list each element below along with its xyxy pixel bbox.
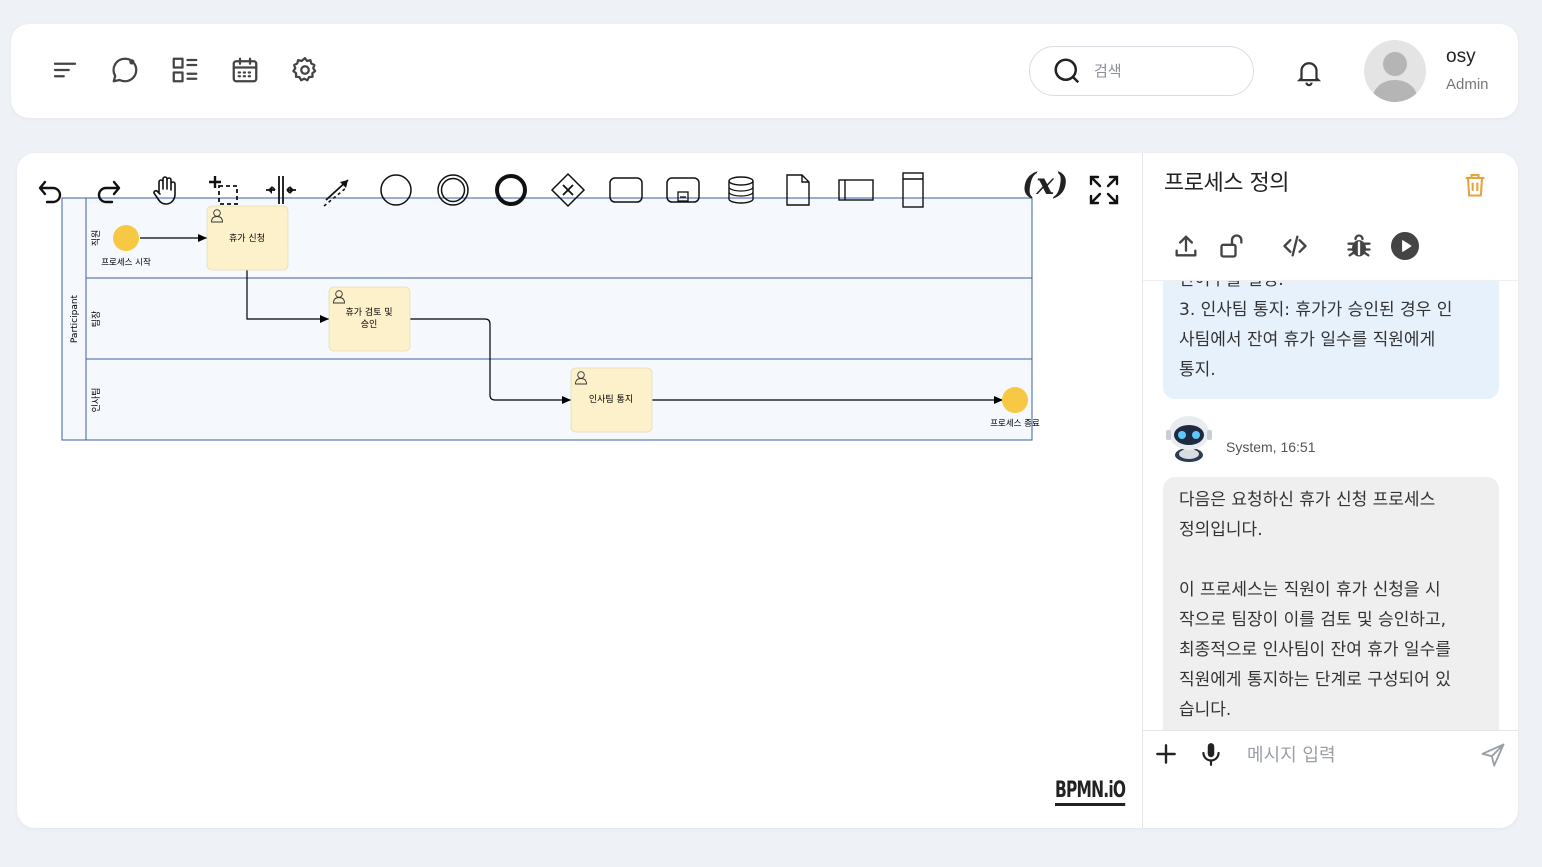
connect-tool-icon[interactable] xyxy=(318,170,358,210)
subprocess-tool-icon[interactable] xyxy=(663,170,703,210)
redo-icon[interactable] xyxy=(88,170,128,210)
fullscreen-icon[interactable] xyxy=(1084,170,1124,210)
task-label: 휴가 신청 xyxy=(229,233,265,244)
bpmn-io-logo[interactable]: BPMN.iO xyxy=(1055,779,1126,806)
space-tool-icon[interactable] xyxy=(261,170,301,210)
message-line: 잔여수를 설정. xyxy=(1179,280,1284,290)
end-event[interactable] xyxy=(1002,387,1028,413)
bpmn-canvas[interactable]: Participant 직원 팀장 인사팀 프로세스 시작 휴가 신청 xyxy=(17,153,1142,828)
message-line: 통지. xyxy=(1179,360,1216,380)
debug-icon[interactable] xyxy=(1342,229,1376,263)
end-event-label: 프로세스 종료 xyxy=(990,419,1040,429)
notification-bell-icon[interactable] xyxy=(1289,52,1329,92)
intermediate-event-tool-icon[interactable] xyxy=(433,170,473,210)
gateway-tool-icon[interactable] xyxy=(548,170,588,210)
pool-label: Participant xyxy=(70,294,80,343)
undo-icon[interactable] xyxy=(31,170,71,210)
task-label: 인사팀 통지 xyxy=(589,393,633,405)
user-name: osy xyxy=(1446,46,1476,67)
data-object-tool-icon[interactable] xyxy=(778,170,818,210)
top-bar: osy Admin xyxy=(11,24,1518,118)
message-line: 사팀에서 잔여 휴가 일수를 직원에게 xyxy=(1179,330,1436,350)
search-box[interactable] xyxy=(1029,46,1254,96)
pool-tool-icon[interactable] xyxy=(836,170,876,210)
chat-icon[interactable] xyxy=(105,50,145,90)
task-tool-icon[interactable] xyxy=(606,170,646,210)
process-definition-panel: 프로세스 정의 잔여수를 설정. 3. 인사팀 통지: 휴가가 승인된 경우 인… xyxy=(1142,153,1518,828)
message-line: 직원에게 통지하는 단계로 구성되어 있 xyxy=(1179,670,1451,690)
menu-icon[interactable] xyxy=(45,50,85,90)
avatar[interactable] xyxy=(1364,40,1426,102)
chat-messages[interactable]: 잔여수를 설정. 3. 인사팀 통지: 휴가가 승인된 경우 인 사팀에서 잔여… xyxy=(1143,280,1518,730)
message-line: 최종적으로 인사팀이 잔여 휴가 일수를 xyxy=(1179,640,1451,660)
user-task[interactable]: 휴가 신청 xyxy=(206,205,289,271)
message-line: 정의입니다. xyxy=(1179,520,1263,540)
robot-avatar-icon xyxy=(1165,413,1213,463)
lane-label: 직원 xyxy=(91,230,102,247)
start-event[interactable] xyxy=(113,225,139,251)
start-event-tool-icon[interactable] xyxy=(376,170,416,210)
message-line: 습니다. xyxy=(1179,700,1232,720)
calendar-icon[interactable] xyxy=(225,50,265,90)
end-event-tool-icon[interactable] xyxy=(491,170,531,210)
task-label: 승인 xyxy=(361,319,378,330)
system-message-meta: System, 16:51 xyxy=(1226,439,1316,455)
message-line: 작으로 팀장이 이를 검토 및 승인하고, xyxy=(1179,610,1447,630)
unlock-icon[interactable] xyxy=(1215,229,1249,263)
data-store-tool-icon[interactable] xyxy=(721,170,761,210)
sequence-flow[interactable] xyxy=(246,270,329,323)
plus-icon[interactable] xyxy=(1153,741,1179,767)
system-message-bubble: 다음은 요청하신 휴가 신청 프로세스 정의입니다. 이 프로세스는 직원이 휴… xyxy=(1163,477,1499,730)
panel-title: 프로세스 정의 xyxy=(1164,171,1289,196)
message-spacer xyxy=(1179,545,1483,575)
hand-tool-icon[interactable] xyxy=(146,170,186,210)
main-card: Participant 직원 팀장 인사팀 프로세스 시작 휴가 신청 xyxy=(17,153,1518,828)
task-label: 휴가 검토 및 xyxy=(345,306,392,318)
start-event-label: 프로세스 시작 xyxy=(101,257,151,268)
variables-button[interactable]: (x) xyxy=(1022,167,1069,202)
message-input[interactable] xyxy=(1247,739,1467,771)
user-task[interactable]: 휴가 검토 및 승인 xyxy=(328,286,411,352)
message-line: 이 프로세스는 직원이 휴가 신청을 시 xyxy=(1179,580,1441,600)
code-icon[interactable] xyxy=(1278,229,1312,263)
chat-input-bar xyxy=(1143,730,1518,828)
dashboard-icon[interactable] xyxy=(165,50,205,90)
user-message-bubble: 잔여수를 설정. 3. 인사팀 통지: 휴가가 승인된 경우 인 사팀에서 잔여… xyxy=(1163,280,1499,399)
sequence-flow[interactable] xyxy=(410,318,571,404)
search-input[interactable] xyxy=(1094,62,1234,80)
lane-label: 인사팀 xyxy=(90,388,102,413)
message-line: 3. 인사팀 통지: 휴가가 승인된 경우 인 xyxy=(1179,300,1453,320)
play-icon[interactable] xyxy=(1388,229,1422,263)
microphone-icon[interactable] xyxy=(1198,741,1224,767)
user-task[interactable]: 인사팀 통지 xyxy=(570,367,653,433)
upload-icon[interactable] xyxy=(1169,229,1203,263)
group-tool-icon[interactable] xyxy=(893,170,933,210)
search-icon xyxy=(1054,58,1080,84)
message-line: 다음은 요청하신 휴가 신청 프로세스 xyxy=(1179,490,1436,510)
bpmn-diagram[interactable]: Participant 직원 팀장 인사팀 프로세스 시작 휴가 신청 xyxy=(17,153,1142,828)
user-role: Admin xyxy=(1446,76,1489,93)
send-icon[interactable] xyxy=(1479,741,1507,769)
trash-icon[interactable] xyxy=(1461,171,1493,203)
lasso-tool-icon[interactable] xyxy=(203,170,243,210)
gear-icon[interactable] xyxy=(285,50,325,90)
lane-label: 팀장 xyxy=(90,311,102,328)
